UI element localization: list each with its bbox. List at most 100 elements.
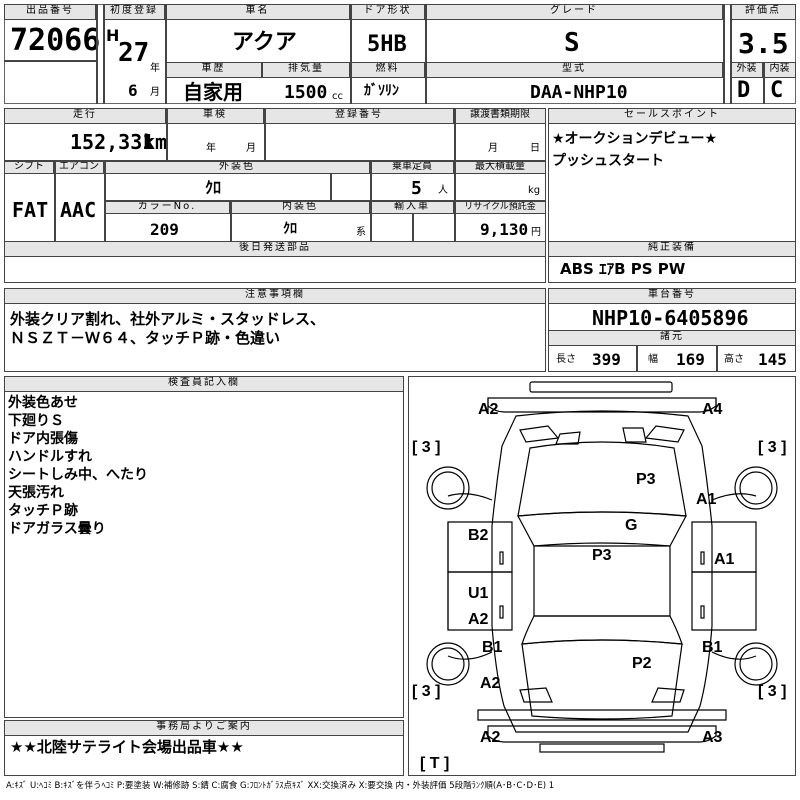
- ext-color: ｸﾛ: [205, 178, 222, 197]
- import-label: 輸入車: [370, 200, 454, 214]
- legend: A:ｷｽﾞ U:ﾍｺﾐ B:ｷｽﾞを伴うﾍｺﾐ P:要塗装 W:補修跡 S:錆 …: [6, 781, 555, 791]
- ext-color-label: 外装色: [104, 160, 370, 174]
- notes-list: 外装クリア割れ、社外アルミ・スタッドレス、 ＮＳＺＴ－Ｗ６４、タッチＰ跡・色違い: [10, 310, 325, 348]
- capacity: 5: [411, 178, 422, 199]
- notes-label: 注意事項欄: [4, 288, 546, 304]
- inspector-line: シートしみ中、へたり: [8, 467, 148, 483]
- header-divider: [96, 4, 98, 104]
- height-label: 高さ: [724, 354, 744, 365]
- inspector-line: タッチＰ跡: [8, 503, 78, 519]
- header-divider: [763, 62, 765, 104]
- first-reg-label: 初度登録: [103, 4, 165, 20]
- sales-point-line: ★オークションデビュー★: [552, 131, 718, 147]
- transfer-label: 譲渡書類期限: [454, 108, 546, 124]
- lot-no-label: 出品番号: [4, 4, 96, 20]
- car-diagram: [426, 381, 778, 753]
- transfer-month-unit: 月: [488, 143, 498, 154]
- mark-tire-rl: [ 3 ]: [412, 683, 441, 700]
- history: 自家用: [183, 80, 243, 104]
- recycle-label: リサイクル預託金: [454, 200, 546, 214]
- shift-label: シフト: [4, 160, 54, 174]
- mark-front-left: A2: [478, 401, 499, 418]
- mileage-label: 走行: [4, 108, 166, 124]
- year-unit: 年: [150, 63, 160, 74]
- mileage-unit: km: [143, 130, 168, 154]
- header-divider: [4, 60, 96, 62]
- int-score-label: 内装: [763, 62, 796, 78]
- capacity-label: 乗車定員: [370, 160, 454, 174]
- length: 399: [592, 350, 621, 369]
- door-label: ドア形状: [350, 4, 425, 20]
- month-unit: 月: [150, 87, 160, 98]
- mark-door-left-rear-a: A2: [468, 611, 489, 628]
- inspection-month-unit: 月: [246, 143, 256, 154]
- reg-year: 27: [118, 38, 150, 68]
- inspection-label: 車検: [166, 108, 264, 124]
- inspector-line: 外装色あせ: [8, 395, 78, 411]
- mark-windshield: G: [625, 517, 638, 534]
- inspection-year-unit: 年: [206, 143, 216, 154]
- grid-line: [454, 108, 456, 241]
- max-load-label: 最大積載量: [454, 160, 546, 174]
- inspector-line: ハンドルすれ: [8, 449, 92, 465]
- ext-score: D: [737, 78, 751, 103]
- inspector-label: 検査員記入欄: [4, 376, 404, 392]
- header-divider: [350, 4, 352, 104]
- sales-points-list: ★オークションデビュー★ プッシュスタート: [552, 130, 717, 170]
- header-divider: [103, 4, 105, 104]
- history-label: 車歴: [165, 62, 262, 78]
- era: H: [106, 26, 120, 45]
- equipment: ABS ｴｱB PS PW: [560, 260, 686, 278]
- header-divider: [425, 4, 427, 104]
- header-divider: [730, 4, 732, 104]
- displacement-label: 排気量: [262, 62, 350, 78]
- inspector-line: ドア内張傷: [8, 431, 78, 447]
- sales-points-label: セールスポイント: [548, 108, 796, 124]
- color-no: 209: [150, 220, 179, 239]
- grid-line: [330, 174, 332, 200]
- chassis-label: 車台番号: [548, 288, 796, 304]
- mark-quarter-right: B1: [702, 639, 723, 656]
- int-color: ｸﾛ: [283, 221, 297, 237]
- int-score: C: [770, 78, 784, 103]
- int-color-unit: 系: [356, 227, 366, 238]
- reg-month: 6: [128, 81, 138, 100]
- mark-door-left-front: B2: [468, 527, 489, 544]
- displacement-unit: cc: [332, 91, 343, 102]
- mark-front-right: A4: [702, 401, 723, 418]
- mark-hood: P3: [636, 471, 656, 488]
- model-label: 型式: [425, 62, 723, 78]
- mark-rear-bumper-left: A2: [480, 729, 501, 746]
- mark-trunk: P2: [632, 655, 652, 672]
- grid-line: [264, 108, 266, 160]
- grid-line: [166, 108, 168, 160]
- mark-tire-fl: [ 3 ]: [412, 439, 441, 456]
- header-divider: [723, 4, 725, 104]
- grade-label: グレード: [425, 4, 723, 20]
- length-label: 長さ: [556, 354, 576, 365]
- reg-no-label: 登録番号: [264, 108, 454, 124]
- grid-line: [716, 346, 718, 372]
- mark-fender-right: A1: [696, 491, 717, 508]
- inspector-line: ドアガラス曇り: [8, 521, 106, 537]
- shift: FAT: [12, 198, 49, 222]
- later-parts-label: 後日発送部品: [4, 241, 546, 257]
- note-line: ＮＳＺＴ－Ｗ６４、タッチＰ跡・色違い: [10, 329, 281, 347]
- width-label: 幅: [648, 354, 658, 365]
- model: DAA-NHP10: [530, 82, 628, 103]
- mark-tire-fr: [ 3 ]: [758, 439, 787, 456]
- mark-rear-bumper-right: A3: [702, 729, 723, 746]
- transfer-day-unit: 日: [530, 143, 540, 154]
- mark-door-right-front: A1: [714, 551, 735, 568]
- office-message: ★★北陸サテライト会場出品車★★: [10, 738, 244, 756]
- capacity-unit: 人: [438, 185, 448, 196]
- int-color-label: 内装色: [230, 200, 370, 214]
- car-diagram-frame: [408, 376, 796, 776]
- ext-score-label: 外装: [730, 62, 763, 78]
- recycle-unit: 円: [531, 227, 541, 238]
- score: 3.5: [738, 27, 789, 60]
- mileage: 152,331: [70, 130, 155, 154]
- grid-line: [104, 200, 546, 202]
- equipment-label: 純正装備: [548, 241, 796, 257]
- inspector-line: 天張汚れ: [8, 485, 64, 501]
